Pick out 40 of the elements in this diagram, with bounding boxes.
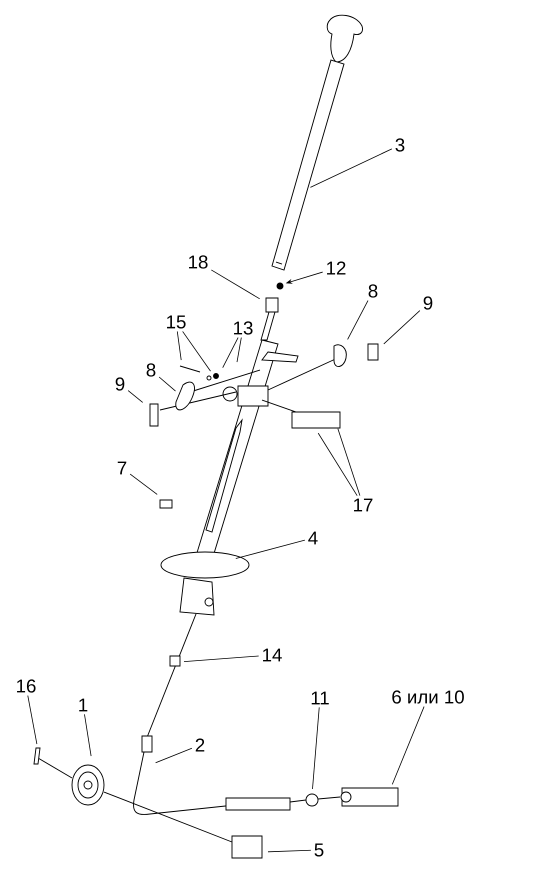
callout-number: 13 [234,321,253,335]
callout-number: 16 [17,679,36,693]
callout-number: 12 [327,261,346,275]
callout-number: 14 [263,648,282,662]
leader-line [268,850,312,852]
leader-line [383,310,420,344]
callout-number: 17 [354,498,372,512]
leader-line [392,706,424,785]
leader-line [312,706,320,790]
callout-number: 11 [312,692,329,704]
callout-number: 9 [424,296,432,310]
leader-line [235,540,306,559]
callout-number: 8 [368,284,378,298]
leader-line [176,331,182,360]
callout-number: 9 [116,377,124,391]
callout-number: 8 [146,363,156,377]
callout-number: 18 [189,255,208,269]
callout-number: 15 [167,316,186,329]
leader-line [310,148,392,188]
callout-number: 3 [396,138,404,152]
leader-line [182,331,211,372]
callout-number: 1 [79,698,88,712]
leader-line [84,714,92,756]
leader-line [222,337,239,368]
callout-number: 4 [308,532,318,544]
leader-line [130,474,158,495]
callout-number: 5 [314,844,324,857]
leader-line [210,270,260,300]
leader-line [158,376,176,392]
leader-line [236,337,242,362]
leader-line [318,432,358,496]
callout-number: 6 или 10 [392,690,464,704]
leader-line [155,748,192,764]
leader-line [338,428,360,496]
leader-line [347,300,368,340]
leader-line [184,656,260,662]
leader-line [27,695,38,744]
callout-number: 2 [196,738,204,752]
leader-line [128,390,144,403]
callout-number: 7 [118,462,126,474]
